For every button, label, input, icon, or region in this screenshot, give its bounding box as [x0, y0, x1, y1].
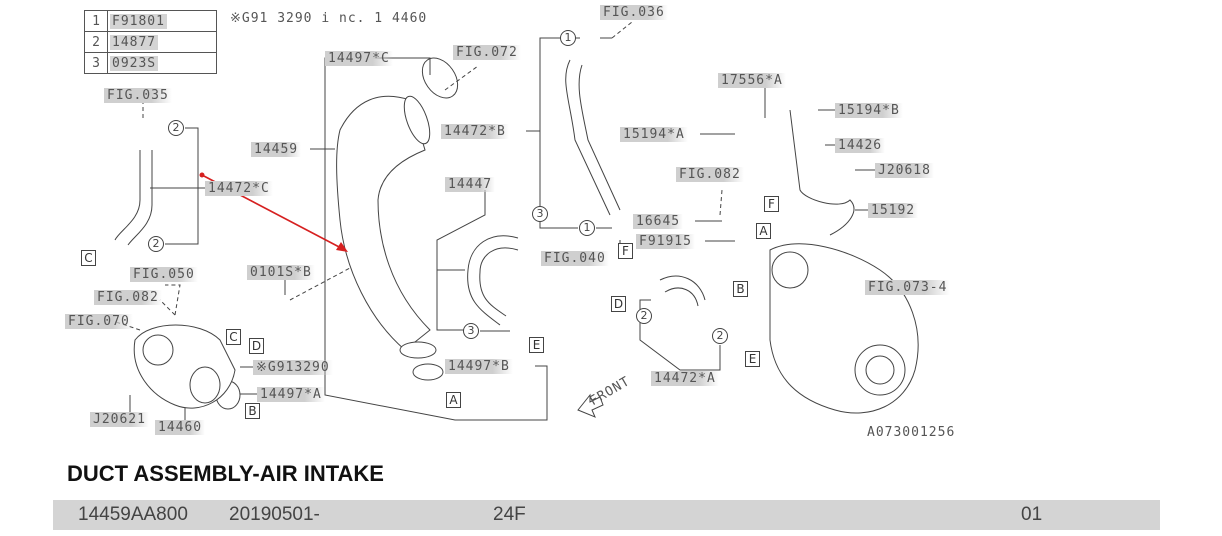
ref-box: A — [446, 392, 461, 408]
part-label[interactable]: FIG.082 — [676, 167, 744, 182]
part-label[interactable]: 14472*C — [205, 181, 273, 196]
ref-box: D — [611, 296, 626, 312]
part-label[interactable]: 14497*C — [325, 51, 393, 66]
diagram-id: A073001256 — [867, 425, 956, 440]
part-label[interactable]: ※G913290 — [253, 360, 333, 375]
turbocharger — [769, 243, 919, 414]
page-title: DUCT ASSEMBLY-AIR INTAKE — [67, 461, 384, 486]
part-label[interactable]: 15194*B — [835, 103, 903, 118]
part-label[interactable]: 16645 — [633, 214, 684, 229]
ref-box: A — [756, 223, 771, 239]
legend-num: 1 — [84, 10, 108, 32]
callout-circle: 2 — [168, 120, 184, 136]
part-label[interactable]: 0101S*B — [247, 265, 315, 280]
oil-pipe-15192 — [789, 109, 855, 236]
callout-circle: 2 — [712, 328, 728, 344]
part-row[interactable]: 14459AA800 20190501- 24F 01 — [53, 500, 1160, 530]
ref-box: B — [245, 403, 260, 419]
part-label[interactable]: J20618 — [875, 163, 934, 178]
part-label[interactable]: FIG.070 — [65, 314, 133, 329]
part-label[interactable]: 14459 — [251, 142, 302, 157]
callout-circle: 3 — [463, 323, 479, 339]
ref-box: D — [249, 338, 264, 354]
part-label[interactable]: FIG.035 — [104, 88, 172, 103]
part-date: 20190501- — [229, 504, 320, 525]
part-label[interactable]: 14426 — [835, 138, 886, 153]
note-text: ※G91 3290 i nc. 1 4460 — [230, 11, 428, 26]
hose-14472c — [114, 150, 153, 246]
part-number: 14459AA800 — [78, 504, 188, 525]
legend-part: 14877 — [110, 34, 159, 50]
legend-part: F91801 — [110, 13, 167, 29]
part-label[interactable]: FIG.073-4 — [865, 280, 951, 295]
part-label[interactable]: 14460 — [155, 420, 206, 435]
hose-14447 — [467, 235, 519, 326]
legend-part: 0923S — [110, 55, 159, 71]
part-label[interactable]: 15192 — [868, 203, 919, 218]
ref-box: C — [226, 329, 241, 345]
callout-circle: 3 — [532, 206, 548, 222]
ref-box: C — [81, 250, 96, 266]
part-label[interactable]: FIG.082 — [94, 290, 162, 305]
part-label[interactable]: FIG.036 — [600, 5, 668, 20]
callout-circle: 2 — [636, 308, 652, 324]
part-label[interactable]: 15194*A — [620, 127, 688, 142]
ref-box: E — [745, 351, 760, 367]
hose-14472a — [659, 275, 706, 307]
part-label[interactable]: FIG.072 — [453, 45, 521, 60]
callout-circle: 2 — [148, 236, 164, 252]
part-label[interactable]: 14447 — [445, 177, 496, 192]
part-label[interactable]: J20621 — [90, 412, 149, 427]
part-qty: 01 — [1021, 504, 1043, 525]
throttle-body-14460 — [133, 324, 236, 409]
front-arrow-icon — [577, 393, 604, 418]
part-code: 24F — [493, 504, 526, 525]
part-label[interactable]: 14472*A — [651, 371, 719, 386]
legend-num: 2 — [84, 31, 108, 53]
hose-14472b — [565, 59, 621, 216]
ref-box: B — [733, 281, 748, 297]
legend-num: 3 — [84, 52, 108, 74]
part-label[interactable]: F91915 — [636, 234, 695, 249]
callout-circle: 1 — [579, 220, 595, 236]
part-label[interactable]: FIG.040 — [541, 251, 609, 266]
part-label[interactable]: 14497*B — [445, 359, 513, 374]
part-label[interactable]: 14497*A — [257, 387, 325, 402]
ref-box: E — [529, 337, 544, 353]
ref-box: F — [618, 243, 633, 259]
ref-box: F — [764, 196, 779, 212]
part-label[interactable]: FIG.050 — [130, 267, 198, 282]
part-label[interactable]: 17556*A — [718, 73, 786, 88]
part-label[interactable]: 14472*B — [441, 124, 509, 139]
callout-circle: 1 — [560, 30, 576, 46]
